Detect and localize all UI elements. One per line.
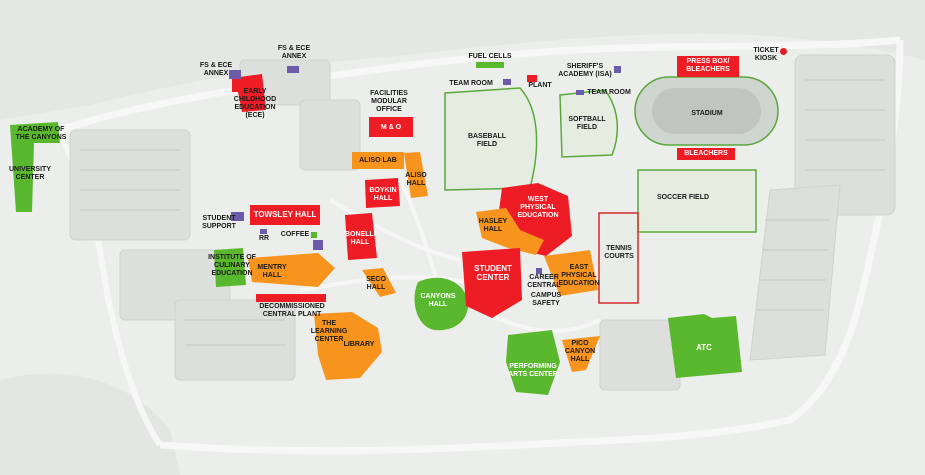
hasley-hall-label: HASLEY HALL	[478, 218, 508, 233]
seco-hall-label: SECO HALL	[366, 276, 386, 291]
softball-field-label: SOFTBALL FIELD	[568, 116, 606, 131]
bleachers-building[interactable]	[677, 148, 735, 160]
ticket-kiosk-label: TICKET KIOSK	[753, 47, 779, 62]
career-central-building[interactable]	[536, 268, 542, 274]
campus-safety-label: CAMPUS SAFETY	[530, 292, 562, 307]
m-and-o-label: M & O	[380, 124, 402, 131]
plant-label: PLANT	[528, 82, 552, 89]
press-box-bleachers-label: PRESS BOX/ BLEACHERS	[686, 58, 730, 73]
soccer-field-label: SOCCER FIELD	[656, 194, 710, 201]
pico-canyon-hall-label: PICO CANYON HALL	[564, 340, 596, 363]
facilities-modular-office-label: FACILITIES MODULAR OFFICE	[370, 90, 408, 113]
early-childhood-education-label: EARLY CHILDHOOD EDUCATION (ECE)	[233, 88, 277, 119]
academy-of-the-canyons-label: ACADEMY OF THE CANYONS	[15, 126, 67, 141]
canyons-hall-label: CANYONS HALL	[420, 293, 456, 308]
bonelli-hall-label: BONELLI HALL	[345, 231, 376, 246]
sheriffs-academy-building[interactable]	[614, 66, 621, 73]
fuel-cells-label: FUEL CELLS	[468, 53, 512, 60]
fs-ece-annex-left-building[interactable]	[229, 70, 241, 79]
team-room-left-label: TEAM ROOM	[449, 80, 493, 87]
decommissioned-central-plant-label: DECOMMISSIONED CENTRAL PLANT	[259, 303, 325, 318]
coffee-building[interactable]	[311, 232, 317, 238]
fs-ece-annex-top-building[interactable]	[287, 66, 299, 73]
plant-building[interactable]	[527, 75, 537, 82]
building-shapes	[10, 74, 742, 395]
coffee-label: COFFEE	[280, 231, 310, 238]
team-room-left-building[interactable]	[503, 79, 511, 85]
towsley-hall-label: TOWSLEY HALL	[253, 210, 317, 219]
east-physical-education-label: EAST PHYSICAL EDUCATION	[558, 264, 600, 287]
student-support-label: STUDENT SUPPORT	[202, 215, 236, 230]
rr-label: RR	[258, 235, 270, 242]
rr-building[interactable]	[260, 229, 267, 234]
fuel-cells-building[interactable]	[476, 62, 504, 68]
boykin-hall-label: BOYKIN HALL	[369, 187, 397, 202]
bleachers-label: BLEACHERS	[684, 150, 728, 157]
career-central-label: CAREER CENTRAL	[527, 274, 561, 289]
team-room-right-label: TEAM ROOM	[587, 89, 631, 96]
stadium-label: STADIUM	[691, 110, 723, 117]
institute-of-culinary-education-label: INSTITUTE OF CULINARY EDUCATION	[208, 254, 256, 277]
sheriffs-academy-label: SHERIFF'S ACADEMY (ISA)	[558, 63, 612, 78]
student-support-building[interactable]	[231, 212, 244, 221]
west-physical-education-label: WEST PHYSICAL EDUCATION	[517, 196, 559, 219]
baseball-field-label: BASEBALL FIELD	[467, 133, 507, 148]
learning-center-label: THE LEARNING CENTER	[310, 320, 348, 343]
team-room-right-building[interactable]	[576, 90, 584, 95]
aliso-lab-label: ALISO LAB	[359, 157, 397, 164]
university-center-label: UNIVERSITY CENTER	[8, 166, 51, 181]
ticket-kiosk-marker[interactable]	[780, 48, 787, 55]
student-center-label: STUDENT CENTER	[474, 264, 512, 282]
small-purple-building[interactable]	[313, 240, 323, 250]
press-box-building[interactable]	[677, 56, 739, 77]
aliso-hall-label: ALISO HALL	[405, 172, 427, 187]
fs-ece-annex-top-label: FS & ECE ANNEX	[277, 45, 311, 60]
library-label: LIBRARY	[343, 341, 375, 348]
tennis-courts-label: TENNIS COURTS	[604, 245, 634, 260]
atc-label: ATC	[696, 343, 712, 352]
performing-arts-center-label: PERFORMING ARTS CENTER	[508, 363, 558, 378]
mentry-hall-label: MENTRY HALL	[257, 264, 287, 279]
fs-ece-annex-left-label: FS & ECE ANNEX	[199, 62, 233, 77]
